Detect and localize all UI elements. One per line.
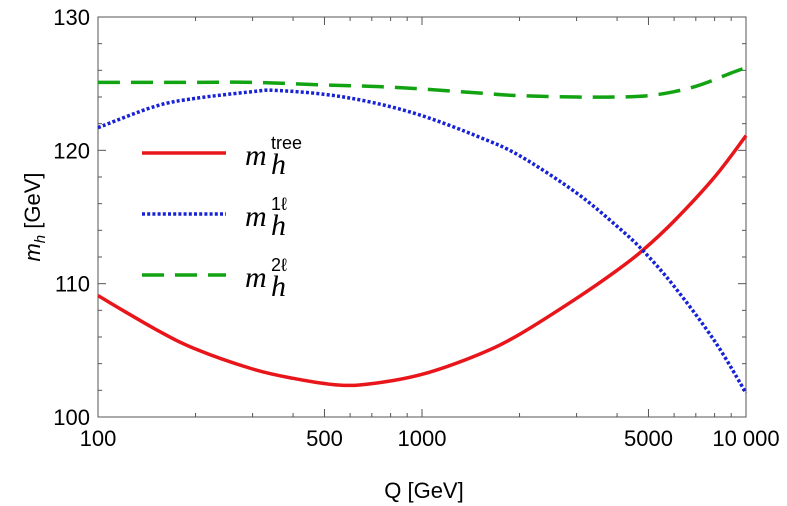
y-tick-label: 120	[53, 138, 90, 163]
y-axis-title: mh [GeV]	[20, 172, 49, 261]
legend-label-sup: 1ℓ	[271, 194, 287, 214]
x-tick-label: 1000	[398, 426, 447, 451]
x-axis-title: Q [GeV]	[384, 478, 463, 503]
legend-label-base: m	[245, 200, 267, 233]
x-tick-label: 10 000	[712, 426, 779, 451]
y-axis-title-base: m	[20, 243, 45, 261]
legend-label-base: m	[245, 139, 267, 172]
axis-ticks	[97, 16, 747, 418]
series-line-tree	[97, 134, 748, 388]
y-tick-label: 100	[53, 405, 90, 430]
plot-frame	[97, 16, 747, 418]
legend-label-sup: tree	[271, 133, 302, 153]
y-tick-label: 110	[55, 272, 90, 297]
tick-labels: 100 500 1000 5000 10 000 100 110 120 130	[53, 5, 779, 451]
series-line-two-loop	[98, 66, 747, 99]
legend-label-sup: 2ℓ	[271, 255, 287, 275]
svg-text:mh [GeV]: mh [GeV]	[20, 172, 49, 261]
legend-label-base: m	[245, 261, 267, 294]
x-tick-label: 5000	[624, 426, 673, 451]
x-tick-label: 500	[306, 426, 343, 451]
x-tick-label: 100	[80, 426, 117, 451]
y-axis-title-sub: h	[32, 235, 49, 243]
series-group	[97, 66, 748, 394]
legend-label-sub: h	[271, 270, 286, 303]
legend-label-sub: h	[271, 148, 286, 181]
series-line-one-loop	[97, 88, 748, 394]
y-tick-label: 130	[53, 5, 90, 30]
y-axis-title-unit: [GeV]	[20, 172, 45, 234]
legend-label-sub: h	[271, 209, 286, 242]
